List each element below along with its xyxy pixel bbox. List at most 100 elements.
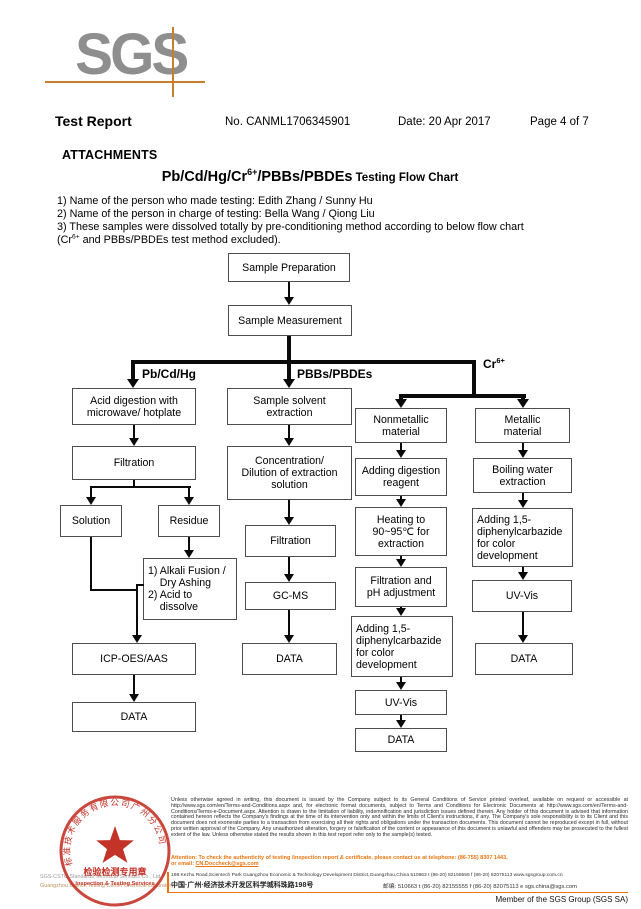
flow-box-heating-extraction: Heating to 90~95℃ for extraction <box>355 507 447 556</box>
stamp-star-icon <box>96 826 134 863</box>
company-name-line2: Guangzhou Branch Testing Center Chemical… <box>40 883 174 889</box>
box-label: ICP-OES/AAS <box>100 653 168 665</box>
arrow-merge-to-icp <box>135 584 138 635</box>
title-superscript: 6+ <box>247 167 258 178</box>
arrow-prep-to-measurement <box>287 282 290 297</box>
box-label: Heating to 90~95℃ for extraction <box>372 513 430 550</box>
box-label: Sample Preparation <box>242 261 336 274</box>
connector-cr6-split <box>399 394 526 398</box>
box-label: Residue <box>169 515 209 527</box>
arrow-concentration-to-filtration <box>287 500 290 517</box>
box-label: DATA <box>276 653 303 665</box>
arrow-filtration-ph-to-dipc <box>399 607 402 608</box>
connector-cr6-trunk <box>472 360 476 397</box>
flow-box-filtration-ph: Filtration and pH adjustment <box>355 567 447 607</box>
arrow-branch-pbbs <box>287 360 291 379</box>
logo-crosshair-vertical <box>172 27 174 97</box>
note-4: (Cr6+ and PBBs/PBDEs test method exclude… <box>57 233 281 246</box>
arrow-to-solution <box>89 486 92 497</box>
flow-box-data-pbcdhg: DATA <box>72 702 196 732</box>
attention-line2: or email: CN.Doccheck@sgs.com <box>171 861 259 868</box>
flow-box-nonmetallic-material: Nonmetallic material <box>355 408 447 443</box>
arrow-uvvis-to-data-metallic <box>521 612 524 635</box>
box-label: Adding digestion reagent <box>361 465 441 489</box>
box-label: Sample solvent extraction <box>253 394 326 419</box>
connector-main-split <box>131 360 476 364</box>
arrow-gcms-to-data <box>287 610 290 635</box>
flow-box-solution: Solution <box>60 505 122 537</box>
flow-box-diphenylcarbazide-nonmetallic: Adding 1,5- diphenylcarbazide for color … <box>351 616 453 677</box>
arrow-dipc-to-uvvis-metallic <box>521 567 524 572</box>
legal-disclaimer: Unless otherwise agreed in writing, this… <box>171 797 628 838</box>
stamp-arc-text: 标准技术服务有限公司广州分公司 <box>61 797 168 867</box>
flow-box-sample-solvent-extraction: Sample solvent extraction <box>227 388 352 425</box>
title-part2: /PBBs/PBDEs <box>257 169 353 185</box>
connector-solution-down <box>89 537 93 591</box>
arrow-nonmetallic-to-reagent <box>399 443 402 450</box>
arrow-dipc-to-uvvis-nonmetallic <box>399 677 402 682</box>
flow-box-sample-preparation: Sample Preparation <box>228 253 350 282</box>
address-chinese-contact: 邮编: 510663 t (86-20) 82155555 f (86-20) … <box>383 884 577 890</box>
inspection-stamp: 标准技术服务有限公司广州分公司 检验检测专用章 Inspection & Tes… <box>59 795 171 907</box>
arrow-boiling-to-dipc <box>521 493 524 500</box>
box-label: Filtration <box>113 457 155 469</box>
sgs-logo: SGS <box>75 22 189 87</box>
flow-box-uv-vis-nonmetallic: UV-Vis <box>355 690 447 715</box>
note-1: 1) Name of the person who made testing: … <box>57 195 373 207</box>
arrow-uvvis-to-data-nonmetallic <box>399 715 402 720</box>
attachments-heading: ATTACHMENTS <box>62 148 158 162</box>
flow-box-filtration-2: Filtration <box>245 525 336 557</box>
sgs-member-line: Member of the SGS Group (SGS SA) <box>495 895 629 904</box>
report-number: No. CANML1706345901 <box>225 116 351 128</box>
arrow-branch-pbcdhg <box>131 360 135 379</box>
box-label: UV-Vis <box>505 590 539 602</box>
flow-box-filtration-1: Filtration <box>72 446 196 480</box>
flow-box-data-metallic: DATA <box>475 643 573 675</box>
arrow-residue-to-alkali <box>187 537 190 550</box>
arrow-heating-to-filtration-ph <box>399 556 402 559</box>
address-english: 198 Kezhu Road,Scientech Park Guangzhou … <box>171 873 563 878</box>
note-2: 2) Name of the person in charge of testi… <box>57 208 375 220</box>
box-label: DATA <box>387 734 415 746</box>
box-label: Boiling water extraction <box>492 463 553 488</box>
arrow-to-nonmetallic <box>399 395 403 399</box>
note-3: 3) These samples were dissolved totally … <box>57 221 524 233</box>
flow-box-adding-digestion-reagent: Adding digestion reagent <box>355 458 447 496</box>
arrow-reagent-to-heating <box>399 496 402 499</box>
flow-box-gc-ms: GC-MS <box>245 582 336 610</box>
connector-filtration-split <box>89 485 191 488</box>
logo-crosshair-horizontal <box>45 81 205 83</box>
arrow-icp-to-data <box>132 675 135 694</box>
flow-box-metallic-material: Metallic material <box>475 408 570 443</box>
box-label: 1) Alkali Fusion / Dry Ashing 2) Acid to… <box>148 565 226 613</box>
arrow-metallic-to-boiling <box>521 443 524 450</box>
branch-label-pbbs-pbdes: PBBs/PBDEs <box>297 367 373 381</box>
connector-trunk <box>287 336 291 362</box>
company-name-line1: SGS-CSTC Standards Technical Services Co… <box>40 874 162 880</box>
box-label: DATA <box>510 653 538 665</box>
box-label: Nonmetallic material <box>373 413 429 438</box>
flow-chart-title: Pb/Cd/Hg/Cr6+/PBBs/PBDEs Testing Flow Ch… <box>0 167 620 185</box>
branch-label-pb-cd-hg: Pb/Cd/Hg <box>142 367 196 381</box>
arrow-acid-to-filtration <box>132 425 135 438</box>
arrow-solvent-to-concentration <box>287 425 290 438</box>
flow-box-acid-digestion: Acid digestion with microwave/ hotplate <box>72 388 196 425</box>
testing-notes: 1) Name of the person who made testing: … <box>57 195 524 247</box>
doccheck-email-link[interactable]: CN.Doccheck@sgs.com <box>195 861 259 868</box>
connector-filtration-split-stem <box>132 480 135 487</box>
arrow-filtration-to-gcms <box>287 557 290 574</box>
arrow-to-residue <box>187 486 190 497</box>
flow-box-concentration-dilution: Concentration/ Dilution of extraction so… <box>227 446 352 500</box>
box-label: Filtration <box>270 535 311 547</box>
connector-alkali-stub <box>136 584 144 586</box>
flow-box-residue: Residue <box>158 505 220 537</box>
flow-box-boiling-water-extraction: Boiling water extraction <box>473 458 572 493</box>
box-label: Adding 1,5- diphenylcarbazide for color … <box>477 513 563 562</box>
attention-note: Attention: To check the authenticity of … <box>171 855 628 867</box>
branch-label-cr6: Cr6+ <box>483 356 505 371</box>
arrow-to-metallic <box>521 395 525 399</box>
flow-box-data-nonmetallic: DATA <box>355 728 447 752</box>
report-title: Test Report <box>55 113 132 129</box>
box-label: Sample Measurement <box>238 314 342 327</box>
